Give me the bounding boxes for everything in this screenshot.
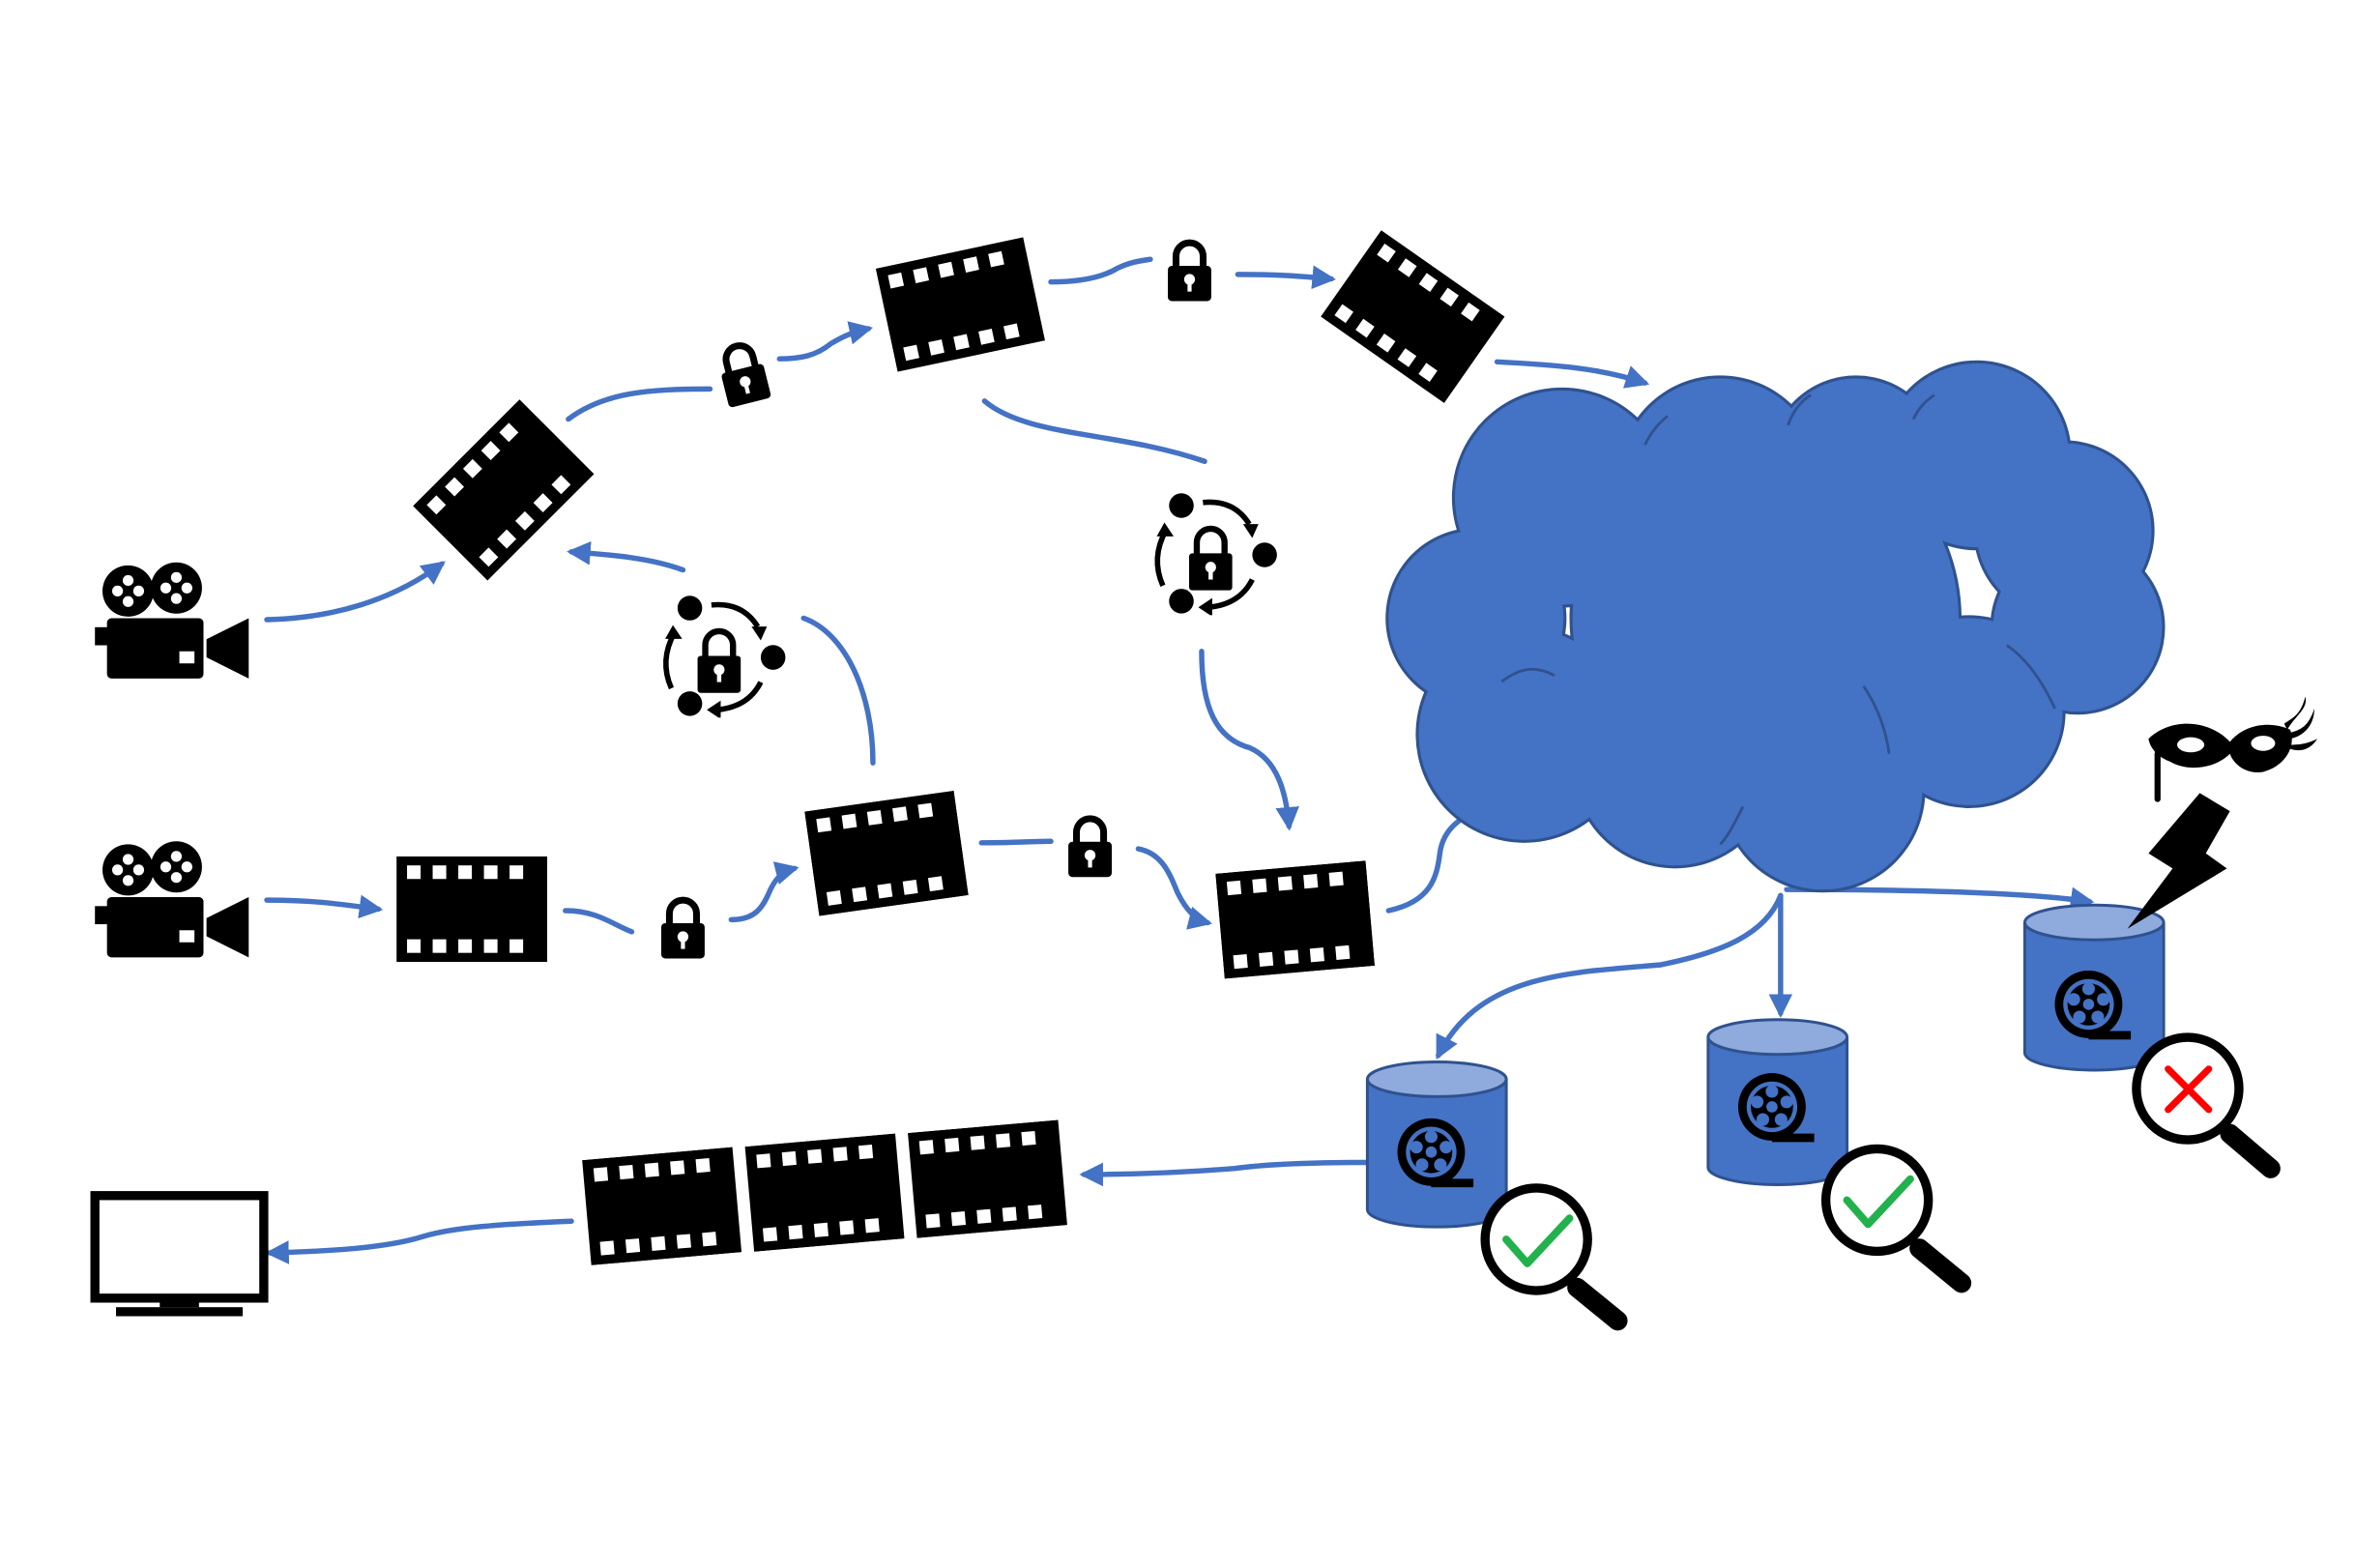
padlock-icon	[1168, 243, 1211, 301]
masked-attacker-icon	[2148, 696, 2318, 802]
padlock-icon	[1068, 819, 1112, 877]
lightning-bolt-icon	[2127, 793, 2230, 929]
film-strip-icon	[1321, 230, 1505, 403]
arrow-cloud-to-db-left	[1436, 892, 1784, 1060]
key-exchange-icon	[1157, 493, 1277, 617]
film-strip-icon	[396, 856, 548, 963]
key-exchange-icon	[665, 595, 785, 719]
arrow-lock3-to-film-d	[728, 861, 800, 923]
film-strip-icon	[1215, 860, 1376, 979]
padlock-icon	[661, 900, 705, 958]
arrow-film-d-to-keyx-left	[800, 615, 876, 766]
film-strip-icon	[413, 399, 595, 581]
film-strip-row	[582, 1119, 1067, 1265]
padlock-icon	[715, 341, 771, 408]
video-camera-icon	[95, 562, 249, 679]
arrow-lock1-to-film-b	[776, 321, 874, 362]
arrow-camera2-to-film-f	[264, 894, 384, 919]
arrow-film-f-to-lock3	[563, 908, 635, 935]
film-strip-icon	[804, 790, 969, 916]
arrow-lock4-to-film-e	[1135, 846, 1212, 930]
cloud	[1385, 360, 2166, 893]
database-middle	[1706, 1018, 1849, 1187]
arrow-film-b-to-lock2	[1048, 256, 1153, 285]
arrow-keyx-left-to-film-a	[567, 541, 686, 573]
arrow-camera1-to-film-a	[264, 561, 446, 623]
film-strip-icon	[744, 1133, 905, 1252]
arrow-film-b-to-keyx-right	[981, 398, 1207, 464]
arrow-film-c-to-cloud	[1494, 359, 1650, 389]
database-right	[2022, 903, 2166, 1072]
magnifier-check-icon	[1820, 1144, 1972, 1293]
monitor-icon	[90, 1191, 269, 1317]
arrow-lock2-to-film-c	[1235, 265, 1336, 289]
arrow-db-left-to-film-row	[1079, 1159, 1371, 1187]
arrow-film-d-to-lock4	[978, 838, 1054, 846]
magnifier-check-icon	[1480, 1183, 1628, 1331]
film-strip-icon	[908, 1119, 1067, 1238]
arrow-keyx-right-to-film-e	[1199, 649, 1299, 831]
arrow-film-a-to-lock1	[566, 386, 713, 422]
magnifier-cross-icon	[2132, 1032, 2281, 1178]
database-left	[1365, 1060, 1508, 1229]
film-strip-icon	[582, 1147, 742, 1265]
arrow-film-row-to-monitor	[265, 1218, 574, 1264]
video-camera-icon	[95, 841, 249, 958]
film-strip-icon	[875, 237, 1046, 372]
